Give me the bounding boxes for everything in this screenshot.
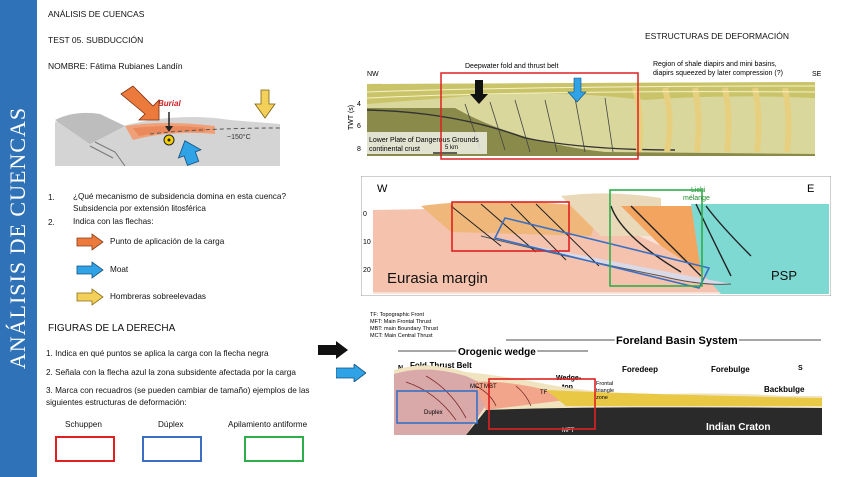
orange-right-arrow-icon[interactable] <box>76 233 104 251</box>
foreland-foredeep: Foredeep <box>622 365 658 374</box>
instruction-2: 2. Señala con la flecha azul la zona sub… <box>46 368 296 377</box>
eurasia-margin-label: Eurasia margin <box>387 270 488 287</box>
arrow-legend-load-label: Punto de aplicación de la carga <box>110 237 225 246</box>
legend-duplex-label: Dúplex <box>158 420 184 429</box>
eurasia-e: E <box>807 183 814 195</box>
foreland-frontal: Frontal <box>596 381 613 387</box>
schuppen-box[interactable] <box>55 436 115 462</box>
eurasia-psp-label: PSP <box>771 268 797 283</box>
legend-schuppen-label: Schuppen <box>65 420 102 429</box>
foreland-mft: MFT <box>562 428 575 434</box>
question-2-number: 2. <box>48 218 55 227</box>
foreland-orogenic-wedge: Orogenic wedge <box>458 347 536 358</box>
foreland-top: top <box>562 384 573 391</box>
eurasia-depth-10: 10 <box>363 239 371 246</box>
seismic-scale: 5 km <box>445 145 458 151</box>
question-1-number: 1. <box>48 193 55 202</box>
question-1-text: ¿Qué mecanismo de subsidencia domina en … <box>73 192 286 213</box>
seismic-lower-plate: Lower Plate of Dangerous Grounds <box>369 137 479 144</box>
foreland-legend-mbt: MBT: main Boundary Thrust <box>370 326 439 332</box>
eurasia-w: W <box>377 183 388 195</box>
seismic-tick-6: 6 <box>357 123 361 130</box>
arrow-legend-moat-label: Moat <box>110 265 129 274</box>
foreland-basin-figure: TF: Topographic Front MFT: Main Frontal … <box>366 310 828 440</box>
foreland-forebulge: Forebulge <box>711 365 750 374</box>
sidebar-title: ANÁLISIS DE CUENCAS <box>5 106 30 370</box>
legend-antiformal-stack-label: Apilamiento antiforme <box>228 420 308 429</box>
seismic-se: SE <box>812 71 822 78</box>
eurasia-margin-figure: W E Lichi mélange 0 10 20 Eurasia margin… <box>361 176 831 296</box>
black-arrow-icon[interactable] <box>318 341 348 359</box>
foreland-legend-mft: MFT: Main Frontal Thrust <box>370 319 432 325</box>
yellow-right-arrow-icon[interactable] <box>76 288 104 306</box>
foreland-backbulge: Backbulge <box>764 385 805 394</box>
foreland-duplex: Duplex <box>424 410 443 416</box>
seismic-tick-4: 4 <box>357 101 361 108</box>
instruction-1: 1. Indica en qué puntos se aplica la car… <box>46 349 269 358</box>
blue-arrow-icon[interactable] <box>336 364 366 382</box>
foreland-triangle: triangle <box>596 388 614 394</box>
eurasia-melange: mélange <box>683 195 710 202</box>
seismic-nw: NW <box>367 71 379 78</box>
seismic-title-2: Region of shale diapirs and mini basins, <box>653 61 777 68</box>
foreland-tf: TF <box>540 390 548 396</box>
foreland-mbt: MBT <box>484 384 497 390</box>
figures-section-title: FIGURAS DE LA DERECHA <box>48 323 176 334</box>
seismic-tick-8: 8 <box>357 146 361 153</box>
sidebar-band <box>0 0 37 477</box>
seismic-section-figure: NW SE Deepwater fold and thrust belt Reg… <box>345 58 830 163</box>
foreland-legend-tf: TF: Topographic Front <box>370 312 424 318</box>
eurasia-depth-20: 20 <box>363 267 371 274</box>
foreland-indian-craton: Indian Craton <box>706 422 770 433</box>
header-name: NOMBRE: Fátima Rubianes Landín <box>48 61 183 71</box>
seismic-yaxis: TWT (s) <box>348 105 355 130</box>
question-2-text: Indica con las flechas: <box>73 217 154 226</box>
foreland-s: S <box>798 365 803 372</box>
foreland-legend-mct: MCT: Main Central Thrust <box>370 333 433 339</box>
blue-right-arrow-icon[interactable] <box>76 261 104 279</box>
seismic-title-3: diapirs squeezed by later compression (?… <box>653 70 783 77</box>
arrow-legend-shoulders-label: Hombreras sobreelevadas <box>110 292 207 301</box>
instruction-3: 3. Marca con recuadros (se pueden cambia… <box>46 386 310 407</box>
foreland-zone: zone <box>596 395 608 401</box>
foreland-system-title: Foreland Basin System <box>616 335 738 347</box>
header-test: TEST 05. SUBDUCCIÓN <box>48 35 144 45</box>
eurasia-depth-0: 0 <box>363 211 367 218</box>
header-course: ANÁLISIS DE CUENCAS <box>48 9 145 19</box>
foreland-fold-thrust-belt: Fold-Thrust Belt <box>410 361 472 370</box>
seismic-title-1: Deepwater fold and thrust belt <box>465 63 558 70</box>
foreland-system-bg: Foreland Basin System <box>616 335 738 347</box>
burial-diagram: Burial ~150°C <box>55 85 280 166</box>
foreland-mct: MCT <box>470 384 483 390</box>
duplex-box[interactable] <box>142 436 202 462</box>
seismic-continental-crust: continental crust <box>369 146 420 153</box>
temperature-label: ~150°C <box>227 133 251 141</box>
svg-text:Orogenic wedge: Orogenic wedge <box>458 347 536 358</box>
structures-title: ESTRUCTURAS DE DEFORMACIÓN <box>645 31 790 41</box>
antiformal-stack-box[interactable] <box>244 436 304 462</box>
burial-label: Burial <box>158 99 181 108</box>
